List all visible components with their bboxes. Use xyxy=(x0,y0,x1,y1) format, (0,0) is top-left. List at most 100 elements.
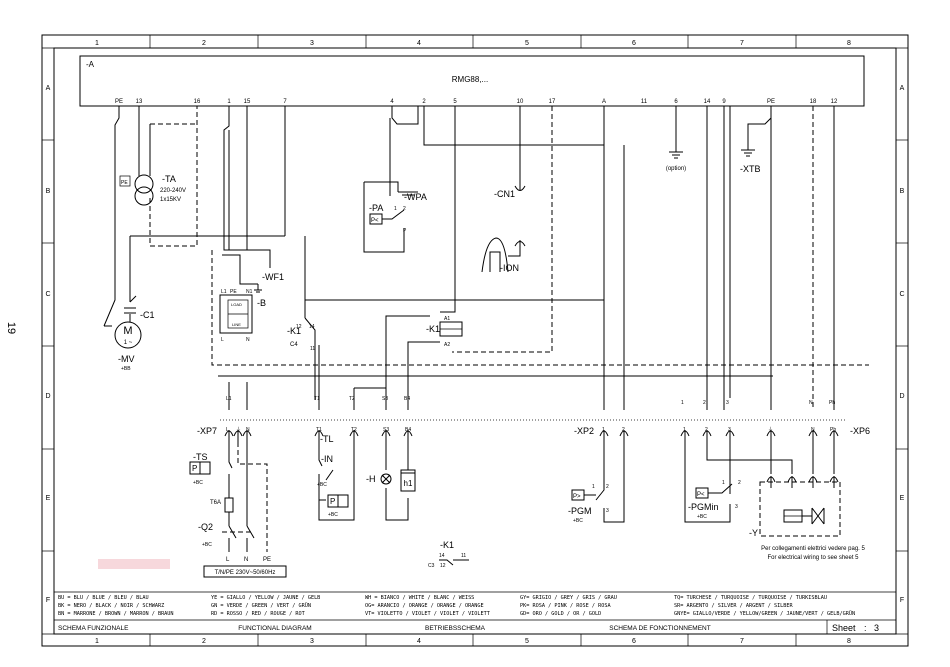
connector-xp6: -XP6 1 2 3 N Ph 1 2 3 ⏚ N Ph xyxy=(681,400,870,436)
row-label: F xyxy=(900,597,904,604)
sheet-separator: : xyxy=(864,623,867,633)
legend-entry: BN = MARRONE / BROWN / MARRON / BRAUN xyxy=(58,611,174,617)
pressure-switch-pa: P< -PA 1 2 P xyxy=(369,203,407,234)
b-tag: -B xyxy=(257,298,266,308)
b-n: N xyxy=(246,337,250,343)
terminal-label: 4 xyxy=(390,99,394,105)
legend-entry: VT= VIOLETTO / VIOLET / VIOLET / VIOLETT xyxy=(365,611,490,617)
controller-tag: -A xyxy=(86,60,95,69)
ta-voltage: 220-240V xyxy=(160,188,186,194)
col-label: 6 xyxy=(632,638,636,645)
in-tag: -IN xyxy=(321,454,333,464)
terminal-label: 17 xyxy=(549,99,556,105)
transformer-ta: PE -TA 220-240V 1x15KV xyxy=(119,174,186,206)
xp2-tag: -XP2 xyxy=(574,426,594,436)
xp6-tag: -XP6 xyxy=(850,426,870,436)
earth-xtb: -XTB xyxy=(740,149,761,174)
legend-entry: GD= ORO / GOLD / OR / GOLD xyxy=(520,611,601,617)
col-label: 1 xyxy=(95,40,99,47)
xp6-top: N xyxy=(809,400,813,406)
pgmin-tag: -PGMin xyxy=(688,502,719,512)
highlight-mark xyxy=(98,559,170,569)
legend-entry: YE = GIALLO / YELLOW / JAUNE / GELB xyxy=(211,595,320,601)
mv-symbol: M xyxy=(123,325,132,337)
sheet-number: 3 xyxy=(874,623,879,633)
col-label: 3 xyxy=(310,638,314,645)
col-label: 7 xyxy=(740,40,744,47)
lamp-h: -H xyxy=(366,473,392,485)
legend-entry: BU = BLU / BLUE / BLEU / BLAU xyxy=(58,595,149,601)
k1c-n12: 12 xyxy=(296,324,302,330)
legend-entry: GN = VERDE / GREEN / VERT / GRÜN xyxy=(211,602,311,609)
controller-terminals: PE 13 16 1 15 7 4 2 5 10 17 A 11 6 14 9 … xyxy=(115,99,838,105)
b-line: LINE xyxy=(232,322,241,327)
fuse-t6a: T6A xyxy=(210,497,234,513)
thermostat-tl: P -TL +BC xyxy=(320,434,349,518)
xp7-pin: ⏚ xyxy=(236,426,241,433)
hour-counter-h1: h1 xyxy=(400,469,416,492)
q2-n: N xyxy=(244,557,248,563)
b-pe: PE xyxy=(230,289,237,295)
legend-entry: OG= ARANCIO / ORANGE / ORANGE / ORANGE xyxy=(365,603,484,609)
col-label: 4 xyxy=(417,638,421,645)
b-load: LOAD xyxy=(231,302,242,307)
terminal-label: A xyxy=(602,99,606,105)
col-label: 4 xyxy=(417,40,421,47)
legend-entry: BK = NERO / BLACK / NOIR / SCHWARZ xyxy=(58,603,164,609)
ta-tag: -TA xyxy=(162,174,176,184)
thermostat-ts: P -TS +BC xyxy=(189,452,211,486)
mv-phase: 1 ~ xyxy=(124,340,133,346)
h1-tag: h1 xyxy=(404,479,413,488)
pgm-sub: +BC xyxy=(573,518,583,524)
col-label: 7 xyxy=(740,638,744,645)
pgmin-sub: +BC xyxy=(697,514,707,520)
col-label: 8 xyxy=(847,40,851,47)
k1c-c4: C4 xyxy=(290,342,298,348)
controller-model: RMG88,... xyxy=(452,75,488,84)
col-label: 1 xyxy=(95,638,99,645)
relay-ref-k1: -K1 14 11 C3 12 xyxy=(428,540,469,569)
component-wf1: -WF1 xyxy=(254,272,284,293)
row-label: E xyxy=(46,495,51,502)
capacitor-c1: -C1 xyxy=(124,307,155,320)
column-labels-bottom: 1 2 3 4 5 6 7 8 xyxy=(95,638,851,645)
ts-symbol: P xyxy=(192,464,197,473)
pa-n1: 1 xyxy=(394,206,397,212)
fuse-label: T6A xyxy=(210,500,221,506)
col-label: 8 xyxy=(847,638,851,645)
terminal-label: PE xyxy=(115,99,123,105)
supply-label: T/N/PE 230V~50/60Hz xyxy=(215,570,276,576)
xp6-fork-contacts xyxy=(599,430,839,442)
terminal-label: 14 xyxy=(704,99,711,105)
k1ref-tag: -K1 xyxy=(440,540,454,550)
row-labels: A B C D E F A B C D E F xyxy=(45,85,904,604)
row-label: A xyxy=(900,85,905,92)
motor-mv: M 1 ~ -MV +BB xyxy=(114,321,142,372)
terminal-label: 11 xyxy=(641,99,648,105)
tl-sub: +BC xyxy=(328,512,338,518)
sheet-label: Sheet xyxy=(832,623,856,633)
legend-entry: SR= ARGENTO / SILVER / ARGENT / SILBER xyxy=(674,603,794,609)
connector-cn1: -CN1 xyxy=(494,178,526,252)
terminal-label: 13 xyxy=(136,99,143,105)
row-label: E xyxy=(900,495,905,502)
xp7-top: T2 xyxy=(349,396,355,402)
row-label: C xyxy=(899,291,904,298)
row-label: D xyxy=(899,393,904,400)
title-italian: SCHEMA FUNZIONALE xyxy=(58,625,129,632)
k1coil-a1: A1 xyxy=(444,316,450,322)
col-label: 5 xyxy=(525,638,529,645)
wf1-tag: -WF1 xyxy=(262,272,284,282)
title-french: SCHEMA DE FONCTIONNEMENT xyxy=(609,625,711,632)
wiring xyxy=(103,106,869,552)
option-label: (option) xyxy=(666,166,686,172)
q2-l: L xyxy=(226,557,230,563)
terminal-label: 1 xyxy=(227,99,231,105)
xp7-pin: N xyxy=(246,427,250,433)
earth-wpa: -WPA xyxy=(398,191,427,202)
title-block: SCHEMA FUNZIONALE FUNCTIONAL DIAGRAM BET… xyxy=(58,620,879,634)
q2-tag: -Q2 xyxy=(198,522,213,532)
col-label: 5 xyxy=(525,40,529,47)
c1-tag: -C1 xyxy=(140,310,155,320)
